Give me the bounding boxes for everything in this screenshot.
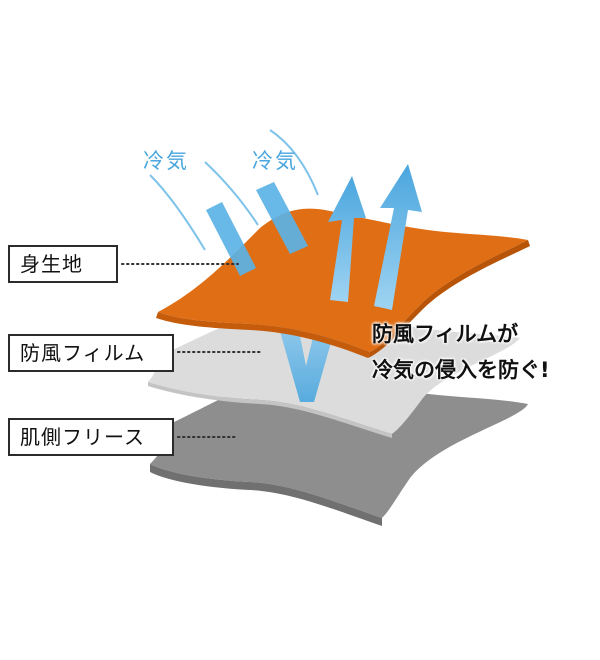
film-label: 防風フィルム bbox=[8, 334, 174, 372]
film-edge bbox=[148, 382, 392, 438]
cold-air-label: 冷気 bbox=[252, 149, 298, 173]
cold-air-label: 冷気 bbox=[143, 149, 189, 173]
airflow-line bbox=[269, 129, 319, 196]
cold-air-slab bbox=[256, 182, 308, 254]
outer-fabric-label: 身生地 bbox=[8, 245, 118, 283]
outer-fabric-edge bbox=[156, 312, 370, 358]
fleece-layer bbox=[150, 372, 528, 518]
fleece-label: 肌側フリース bbox=[8, 418, 174, 456]
airflow-up-arrow bbox=[328, 176, 366, 302]
airflow-up-arrow bbox=[374, 164, 422, 310]
cold-air-slab bbox=[206, 202, 256, 276]
callout-line-2: 冷気の侵入を防ぐ! bbox=[372, 358, 550, 382]
callout-line-1: 防風フィルムが bbox=[372, 322, 519, 346]
airflow-line bbox=[149, 174, 206, 251]
airflow-line bbox=[204, 161, 259, 226]
outer-fabric-right-edge bbox=[368, 240, 530, 358]
fleece-edge bbox=[150, 464, 382, 526]
film-layer bbox=[148, 308, 520, 434]
